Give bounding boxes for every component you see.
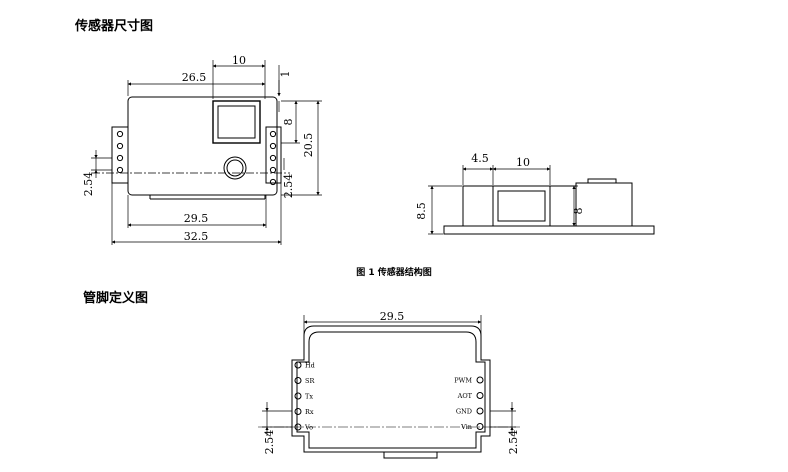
dim-pin-pitch-left: 2.54	[82, 172, 95, 197]
dim-total-width: 32.5	[184, 230, 209, 243]
left-pin-hole	[294, 361, 302, 369]
right-pin-holes	[269, 130, 277, 186]
sensor-window	[212, 100, 261, 144]
side-dim-window-height: 8	[572, 208, 585, 215]
left-pin-label: Vo	[304, 424, 313, 432]
dim-pin-pitch-right: 2.54	[282, 174, 295, 199]
dim-window-height: 8	[282, 119, 295, 126]
sensor-window-inner	[217, 105, 256, 139]
left-pin-hole	[294, 423, 302, 431]
right-pin-label: AOT	[457, 392, 473, 400]
left-pin-hole	[294, 377, 302, 384]
left-pin-label: Hd	[305, 362, 315, 370]
pin-view-dim-pitch-left: 2.54	[263, 430, 276, 455]
right-pin-label: GND	[456, 408, 472, 416]
left-pin-label: SR	[305, 377, 315, 385]
left-pin-label: Tx	[305, 393, 313, 401]
sensor-lens	[223, 156, 247, 180]
side-view	[428, 165, 655, 235]
left-pin-hole	[294, 408, 302, 415]
side-body-outline	[462, 182, 633, 226]
section-title-dimensions: 传感器尺寸图	[75, 19, 154, 34]
right-pin-hole	[476, 423, 484, 430]
side-base-plate	[443, 225, 655, 235]
left-pin-label: Rx	[305, 408, 314, 416]
left-mounting-tab	[111, 126, 129, 184]
pin-view-dim-pitch-right: 2.54	[507, 430, 520, 455]
pin-view-outline	[291, 325, 491, 453]
left-pin-holes	[116, 130, 124, 174]
right-pin-hole	[476, 407, 484, 415]
pin-view	[258, 315, 520, 459]
right-pin-label: Vin	[460, 423, 472, 431]
side-dim-offset: 4.5	[471, 152, 489, 165]
right-pin-list: PWM AOT GND Vin	[454, 376, 484, 431]
side-dim-window-width: 10	[516, 156, 530, 169]
section-title-pin-definition: 管脚定义图	[83, 291, 149, 306]
dim-body-height: 20.5	[302, 133, 315, 158]
dim-top-width: 10	[232, 54, 246, 67]
dim-window-offset: 26.5	[182, 71, 207, 84]
figure-caption: 图 1 传感器结构图	[356, 268, 432, 278]
side-dim-total-height: 8.5	[415, 202, 428, 220]
left-pin-hole	[294, 392, 302, 400]
dim-body-width: 29.5	[184, 212, 209, 225]
right-pin-label: PWM	[454, 377, 472, 385]
right-pin-hole	[476, 392, 484, 399]
right-mounting-tab	[265, 126, 282, 184]
pin-view-dim-width: 29.5	[380, 310, 405, 323]
dim-top-gap: 1	[279, 71, 292, 78]
right-pin-hole	[476, 376, 484, 384]
front-view	[91, 60, 322, 245]
